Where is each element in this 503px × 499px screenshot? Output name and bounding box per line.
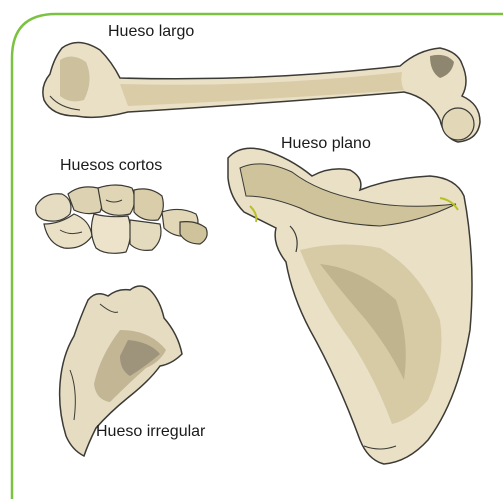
label-flat-bone: Hueso plano	[281, 136, 371, 152]
flat-bone-illustration	[228, 148, 472, 464]
label-short-bones: Huesos cortos	[60, 158, 162, 174]
short-bones-illustration	[36, 185, 207, 253]
label-long-bone: Hueso largo	[108, 24, 194, 40]
long-bone-illustration	[43, 42, 480, 142]
label-irregular-bone: Hueso irregular	[96, 424, 205, 440]
